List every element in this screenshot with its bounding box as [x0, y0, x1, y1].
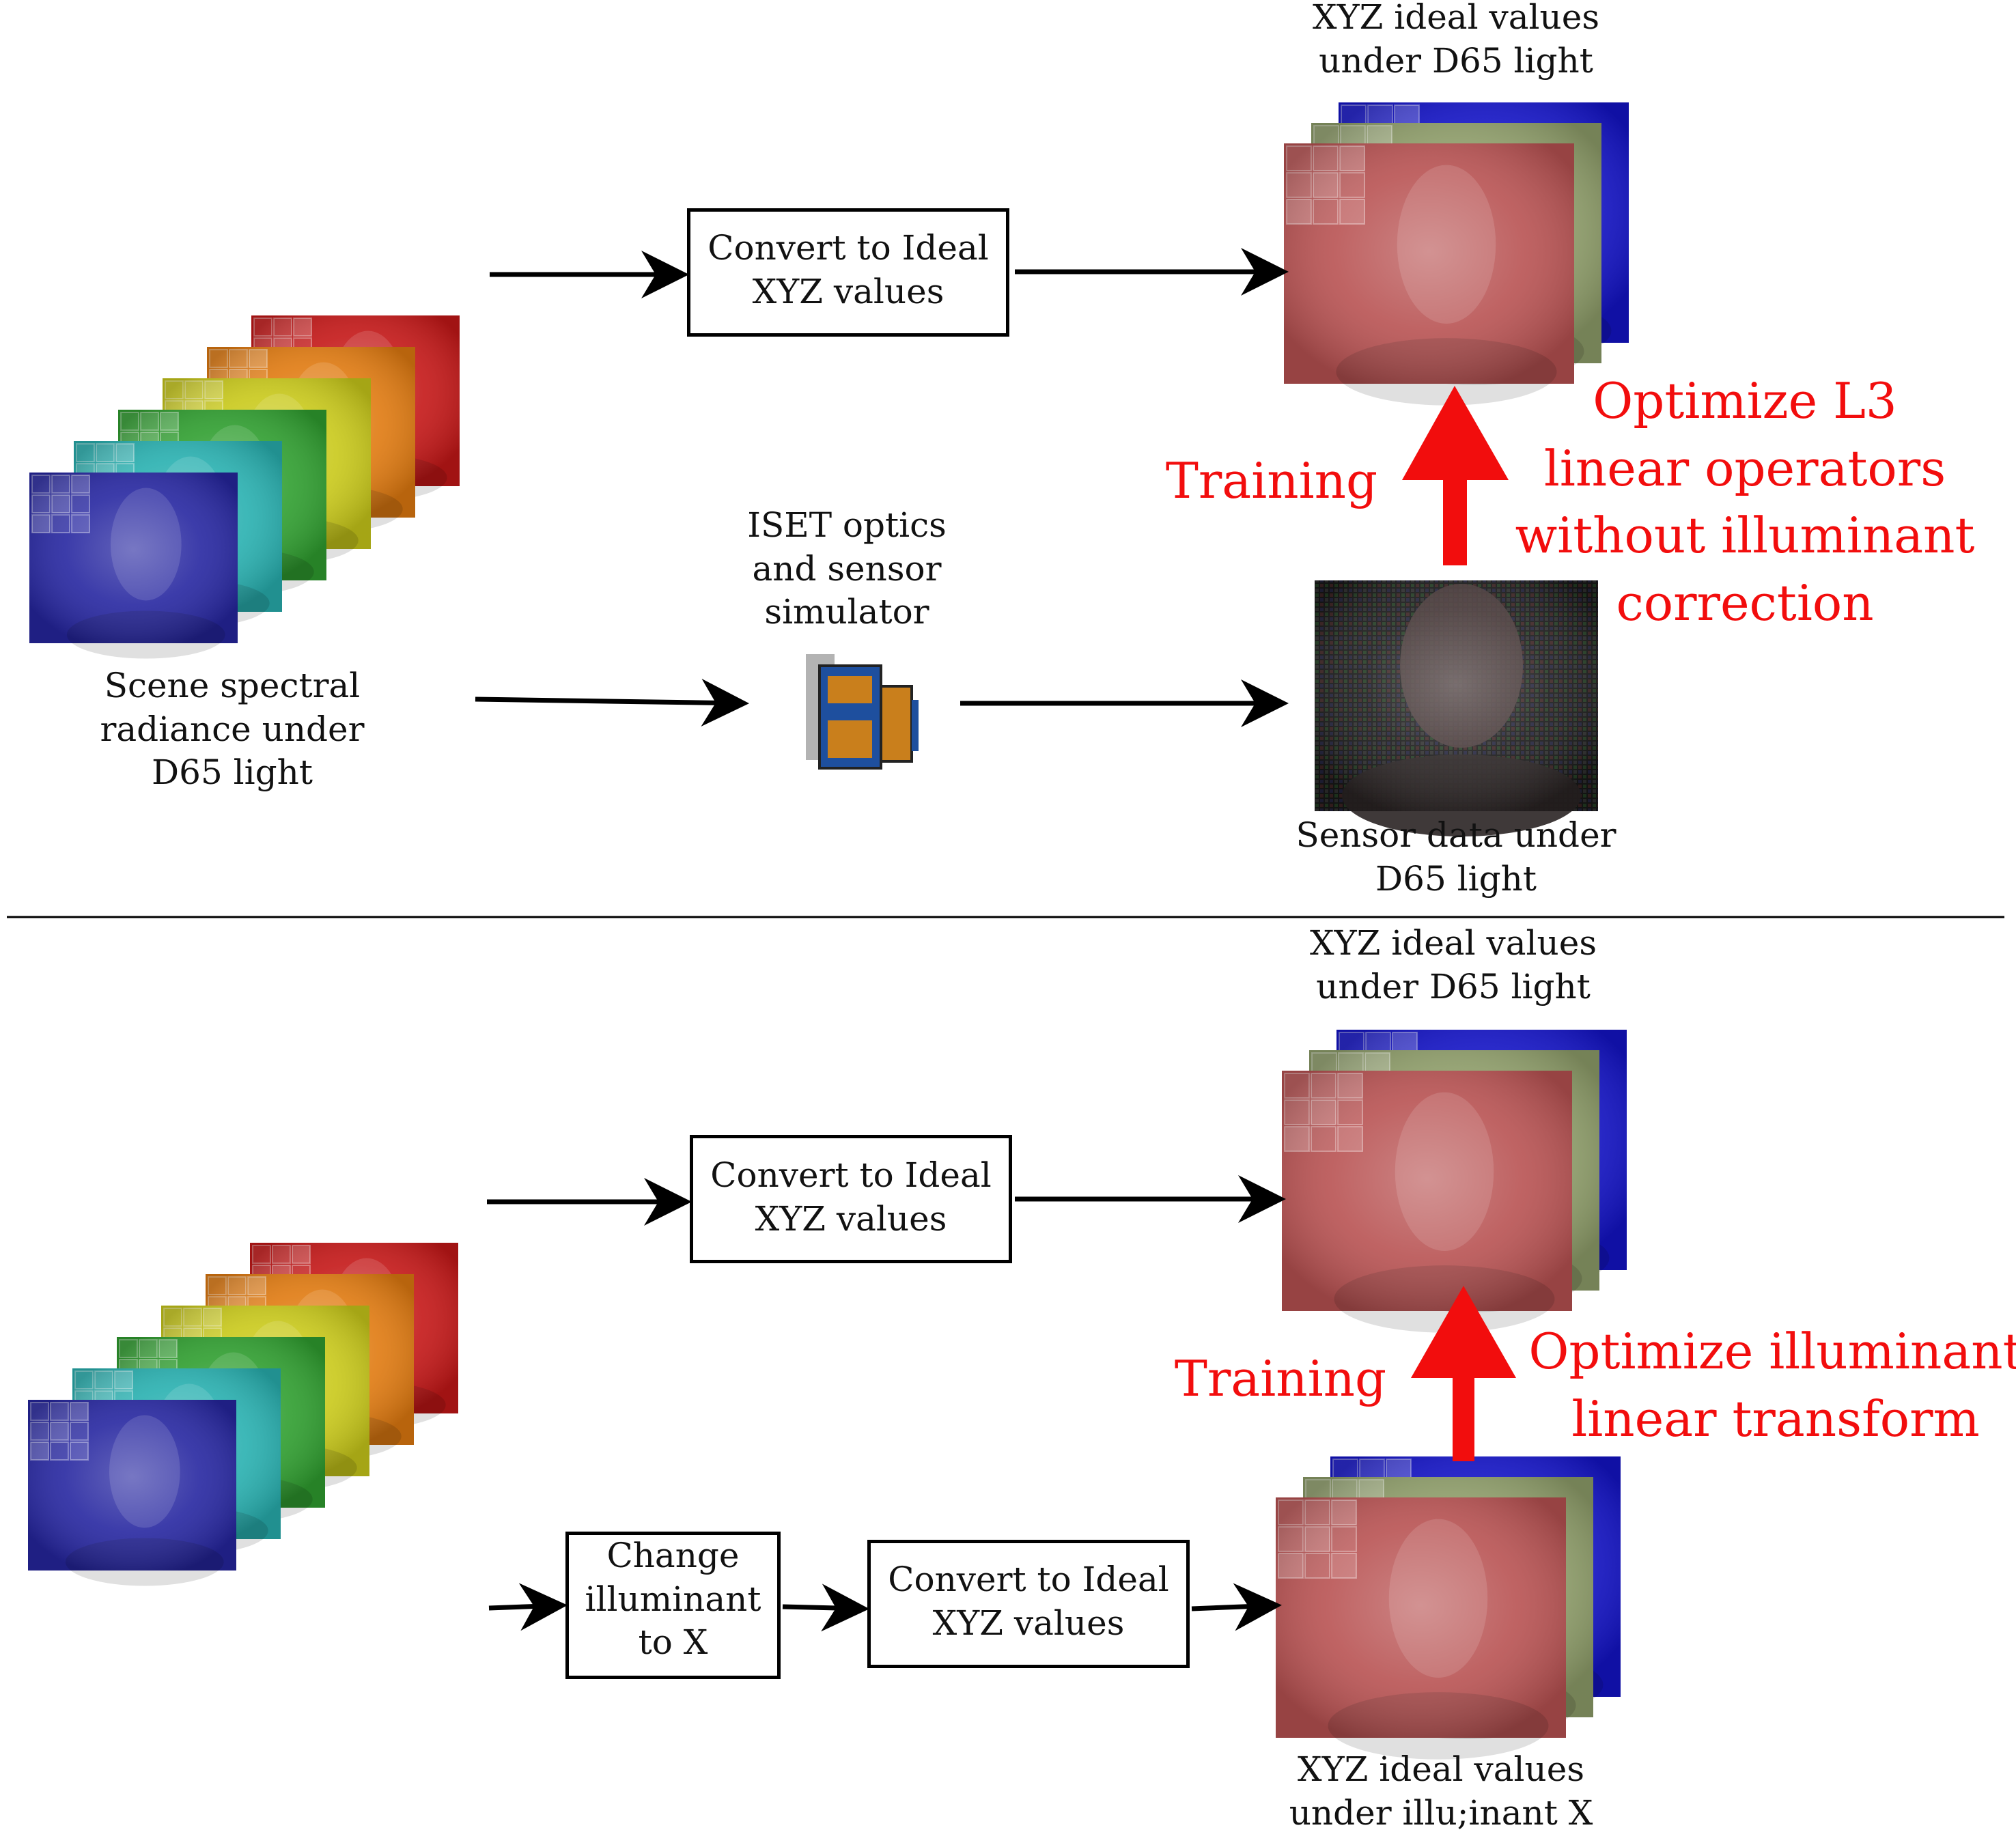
- iset-label: ISET optics and sensor simulator: [747, 505, 947, 632]
- arrow-scene-to-iset: [475, 679, 749, 727]
- xyz-stack-bottom-result-layer-3: [1276, 1497, 1566, 1760]
- bottom-optimize-label: Optimize illuminant linear transform: [1528, 1323, 2016, 1448]
- change-illuminant-label: Change illuminant to X: [585, 1536, 761, 1662]
- xyz-stack-bottom-result: [1276, 1456, 1621, 1760]
- sensor-label: Sensor data under D65 light: [1296, 815, 1616, 899]
- xyz-stack-top-layer-3: [1284, 143, 1574, 406]
- top-target-label: XYZ ideal values under D65 light: [1312, 0, 1600, 81]
- spectral-stack-bottom: [28, 1243, 458, 1586]
- arrow-convert2-to-result: [1191, 1583, 1282, 1631]
- top-convert-label: Convert to Ideal XYZ values: [708, 228, 989, 311]
- training-arrow-top: [1402, 386, 1509, 565]
- top-training-label: Training: [1165, 452, 1378, 509]
- convert2-box-bottom: [867, 1540, 1190, 1668]
- spectral-stack-bottom-band-6: [28, 1400, 236, 1586]
- camera-icon: [806, 654, 919, 770]
- result-label: XYZ ideal values under illu;inant X: [1289, 1749, 1593, 1833]
- arrow-scene-to-change: [488, 1583, 568, 1631]
- bottom-target-label: XYZ ideal values under D65 light: [1309, 923, 1597, 1006]
- convert-box-top: [687, 208, 1009, 337]
- spectral-stack-top: [29, 315, 460, 659]
- bottom-convert2-label: Convert to Ideal XYZ values: [888, 1560, 1169, 1643]
- bottom-convert-label: Convert to Ideal XYZ values: [710, 1155, 992, 1239]
- convert-box-bottom: [690, 1135, 1012, 1263]
- spectral-stack-top-band-6: [29, 473, 238, 659]
- bottom-training-label: Training: [1174, 1350, 1387, 1407]
- xyz-stack-bottom-target-layer-3: [1282, 1071, 1572, 1333]
- sensor-data-image: [1315, 580, 1598, 836]
- arrow-change-to-convert2: [782, 1583, 869, 1632]
- xyz-stack-bottom-target: [1282, 1030, 1627, 1333]
- scene-label: Scene spectral radiance under D65 light: [100, 666, 365, 792]
- top-optimize-label: Optimize L3 linear operators without ill…: [1515, 372, 1975, 632]
- xyz-stack-top: [1284, 102, 1629, 406]
- change-illuminant-box: [565, 1532, 781, 1679]
- training-arrow-bottom: [1411, 1286, 1516, 1461]
